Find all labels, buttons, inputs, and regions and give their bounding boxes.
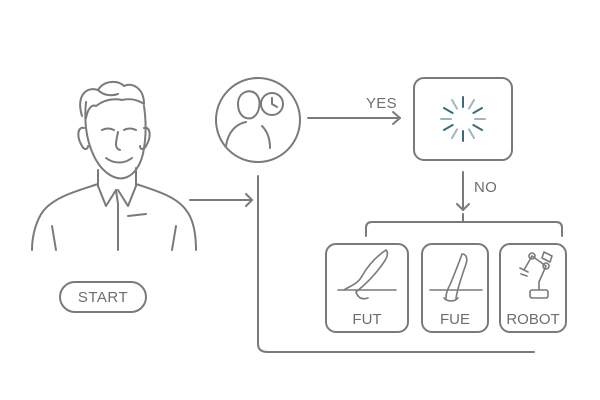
follicle-punch-icon bbox=[429, 253, 483, 302]
flow-line-bottom bbox=[257, 175, 535, 353]
spinner-tick bbox=[442, 124, 454, 131]
no-label: NO bbox=[474, 179, 497, 196]
no-arrow bbox=[456, 171, 470, 211]
start-button[interactable]: START bbox=[59, 281, 147, 313]
method-box-fue[interactable]: FUE bbox=[421, 243, 489, 333]
spinner-tick bbox=[451, 128, 458, 140]
spinner-tick bbox=[468, 128, 475, 140]
yes-label: YES bbox=[366, 95, 397, 112]
yes-arrow bbox=[307, 111, 401, 125]
method-label-robot: ROBOT bbox=[506, 311, 559, 328]
method-label-fut: FUT bbox=[352, 311, 381, 328]
method-bracket bbox=[365, 213, 563, 237]
spinner-tick bbox=[442, 107, 454, 114]
method-box-robot[interactable]: ROBOT bbox=[499, 243, 567, 333]
spinner-tick bbox=[468, 98, 475, 110]
spinner-tick bbox=[451, 98, 458, 110]
spinner-tick bbox=[472, 107, 484, 114]
consultation-clock-icon bbox=[215, 77, 301, 163]
method-label-fue: FUE bbox=[440, 311, 470, 328]
scalpel-strip-icon bbox=[337, 249, 397, 300]
arrow-person-to-flow bbox=[189, 193, 253, 207]
spinner-tick bbox=[472, 124, 484, 131]
spinner-box bbox=[413, 77, 513, 161]
robotic-arm-icon bbox=[519, 251, 553, 299]
loading-spinner-icon bbox=[440, 96, 486, 142]
person-icon bbox=[31, 80, 197, 251]
method-box-fut[interactable]: FUT bbox=[325, 243, 409, 333]
